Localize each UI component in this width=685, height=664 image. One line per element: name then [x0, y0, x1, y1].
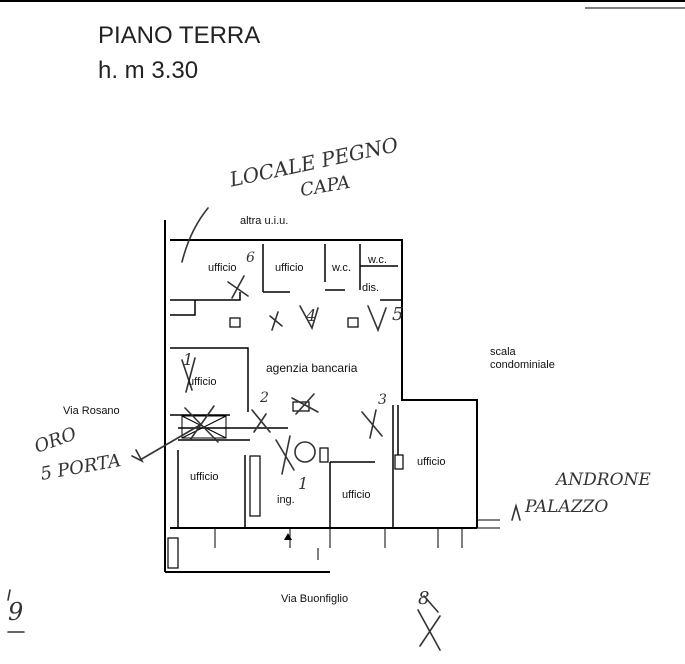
handwritten-number-9: 9	[8, 598, 24, 626]
entrance-marker	[284, 533, 292, 540]
handwritten-number-8: 8	[418, 588, 430, 609]
label-via-rosano: Via Rosano	[63, 405, 120, 417]
handwritten-androne: ANDRONE	[556, 470, 651, 490]
handwritten-mark-6: 6	[246, 250, 255, 266]
label-dis: dis.	[362, 282, 380, 294]
label-ufficio-top-1: ufficio	[208, 262, 237, 274]
label-altra-uiu: altra u.i.u.	[240, 215, 289, 227]
label-agenzia-bancaria: agenzia bancaria	[266, 361, 358, 375]
label-scala: scala	[490, 346, 516, 358]
columns	[167, 317, 404, 569]
label-ufficio-bottom-mid: ufficio	[342, 489, 371, 501]
handwritten-marks	[7, 207, 521, 651]
label-condominiale: condominiale	[490, 359, 555, 371]
label-wc-1: w.c.	[332, 262, 351, 274]
plan-title: PIANO TERRA	[98, 22, 261, 49]
handwritten-mark-2: 2	[260, 390, 269, 406]
handwritten-mark-3: 3	[378, 392, 387, 408]
label-via-buonfiglio: Via Buonfiglio	[281, 593, 349, 605]
label-ufficio-top-2: ufficio	[275, 262, 304, 274]
label-wc-2: w.c.	[368, 254, 387, 266]
handwritten-mark-4: 4	[306, 306, 317, 325]
label-ufficio-bottom-left: ufficio	[190, 471, 219, 483]
label-ufficio-left: ufficio	[188, 376, 217, 388]
label-ing: ing.	[277, 494, 295, 506]
plan-height: h. m 3.30	[98, 57, 199, 84]
handwritten-mark-1b: 1	[298, 474, 309, 493]
handwritten-palazzo: PALAZZO	[525, 497, 609, 517]
outer-walls	[164, 220, 500, 573]
handwritten-mark-5: 5	[392, 304, 404, 325]
label-ufficio-right: ufficio	[417, 456, 446, 468]
handwritten-mark-1a: 1	[183, 350, 194, 369]
facade-ticks	[214, 528, 463, 560]
